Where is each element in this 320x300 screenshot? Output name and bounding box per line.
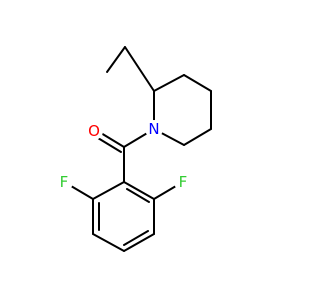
bond-pip-c2-c3: [153, 74, 185, 92]
oxygen-label: O: [88, 122, 100, 140]
nitrogen-atom: N: [145, 120, 163, 138]
oxygen-atom: O: [85, 122, 103, 140]
bonds: [70, 46, 212, 252]
bond-ar-inner-1: [126, 188, 150, 203]
bond-ar-c6-c1: [92, 181, 125, 200]
atom-labels: N O F F: [55, 120, 192, 191]
fluorine-left-label: F: [60, 173, 69, 191]
bond-ar-c1-c2: [123, 181, 155, 200]
bond-ar-f-right: [153, 185, 177, 200]
bond-ar-c4-c5: [92, 233, 125, 252]
fluorine-right-label: F: [179, 173, 188, 191]
fluorine-right-atom: F: [174, 173, 192, 191]
bond-ar-inner-2: [123, 230, 149, 246]
bond-ar-c3-c4: [123, 233, 155, 252]
bond-pip-c3-c4: [183, 74, 212, 92]
bond-ethyl-ch3-ch2: [106, 46, 126, 73]
molecule-diagram: N O F F: [55, 46, 212, 252]
nitrogen-label: N: [148, 120, 159, 138]
bond-pip-c5-c6: [183, 128, 212, 146]
fluorine-left-atom: F: [55, 173, 73, 191]
bond-ethyl-ch2-ring: [124, 46, 155, 92]
bond-ar-f-left: [70, 185, 94, 200]
